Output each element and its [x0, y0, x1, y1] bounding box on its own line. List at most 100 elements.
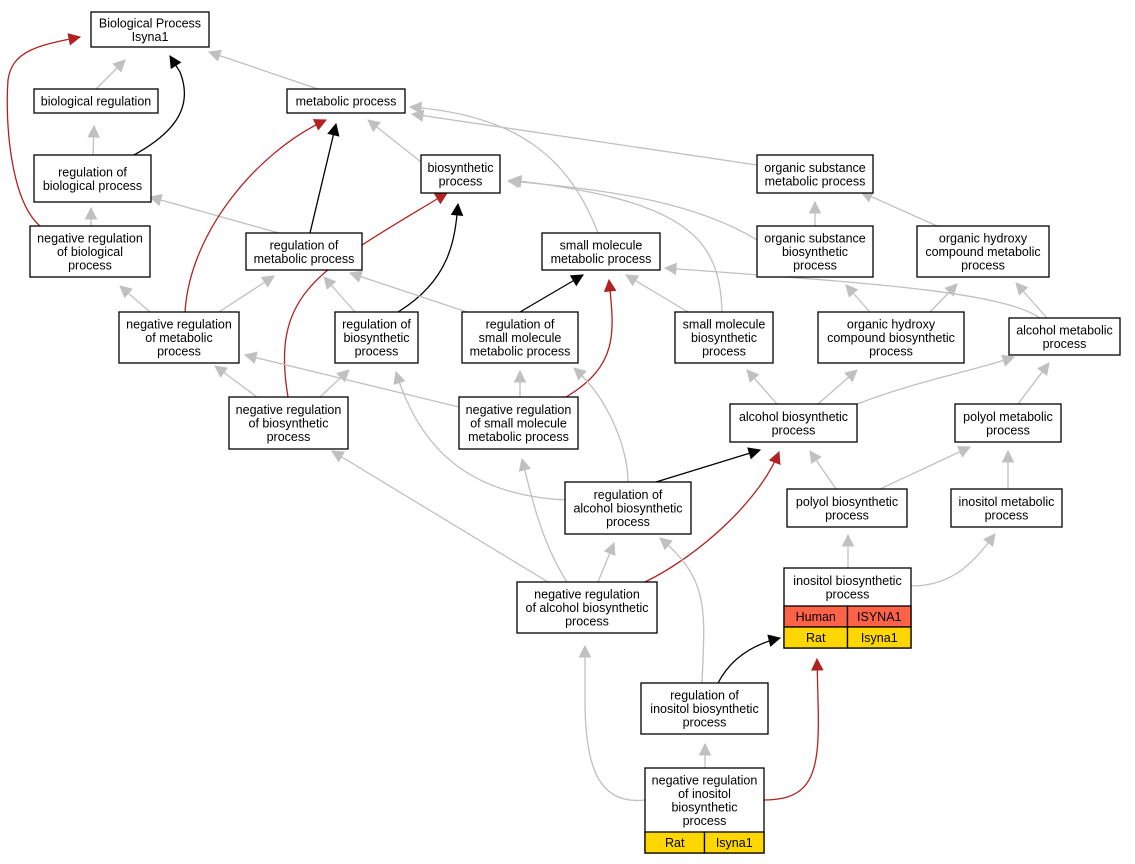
- term-label-line: small molecule: [683, 318, 766, 332]
- term-label-line: compound biosynthetic: [827, 331, 955, 345]
- term-box: [817, 311, 965, 364]
- term-label-line: process: [683, 814, 727, 828]
- edge-negatively-regulates: [565, 278, 617, 398]
- term-box: [786, 488, 908, 528]
- term-label-line: regulation of: [58, 165, 127, 179]
- edge-line: [655, 449, 761, 483]
- arrowhead-icon: [569, 274, 584, 287]
- arrowhead-icon: [663, 262, 677, 276]
- arrowhead-icon: [603, 278, 617, 293]
- edge-negatively-regulates: [6, 33, 82, 227]
- edge-is-a: [659, 537, 705, 684]
- edge-is-a: [663, 262, 1041, 319]
- arrowhead-icon: [336, 369, 350, 383]
- term-label-line: alcohol biosynthetic: [573, 502, 682, 516]
- term-label-line: regulation of: [594, 488, 663, 502]
- edge-is-a: [323, 276, 356, 313]
- term-box: [458, 396, 579, 450]
- edge-is-a: [879, 446, 972, 490]
- edge-line: [509, 179, 723, 313]
- edge-regulates: [309, 122, 340, 234]
- arrowhead-icon: [148, 194, 163, 207]
- edge-line: [6, 36, 81, 227]
- edge-is-a: [214, 365, 258, 398]
- term-label-line: small molecule: [479, 331, 562, 345]
- term-label-line: Biological Process: [99, 16, 201, 30]
- edge-line: [519, 274, 584, 313]
- gene-label: ISYNA1: [857, 610, 902, 624]
- arrowhead-icon: [845, 284, 859, 298]
- edge-is-a: [841, 533, 855, 568]
- edge-regulates: [133, 55, 186, 156]
- term-box: [640, 682, 769, 735]
- edge-regulates: [397, 202, 464, 313]
- edge-regulates: [519, 274, 584, 313]
- arrowhead-icon: [698, 742, 712, 756]
- arrowhead-icon: [323, 276, 337, 290]
- arrowhead-icon: [746, 369, 760, 383]
- term-label-line: biosynthetic: [691, 331, 757, 345]
- gene-cell: [846, 626, 912, 649]
- species-label: Human: [796, 610, 836, 624]
- term-box: [674, 311, 774, 364]
- edge-is-a: [408, 101, 599, 234]
- term-label-line: regulation of: [670, 689, 739, 703]
- term-label-line: biosynthetic: [427, 161, 493, 175]
- term-label-line: process: [772, 423, 816, 437]
- term-label-line: negative regulation: [652, 773, 758, 787]
- arrowhead-icon: [112, 59, 126, 73]
- term-label-line: polyol biosynthetic: [796, 495, 898, 509]
- species-label: Rat: [665, 836, 685, 850]
- term-label-line: process: [439, 174, 483, 188]
- term-label-line: process: [565, 615, 609, 629]
- edge-regulates: [717, 634, 782, 684]
- edge-negatively-regulates: [283, 192, 448, 398]
- arrowhead-icon: [578, 644, 592, 658]
- edge-line: [133, 55, 186, 156]
- term-node-met[interactable]: metabolic process: [286, 88, 406, 114]
- edge-is-a: [218, 275, 275, 313]
- arrowhead-icon: [331, 450, 346, 463]
- term-label-line: regulation of: [342, 318, 411, 332]
- term-box: [420, 154, 501, 194]
- arrowhead-icon: [513, 369, 527, 383]
- edge-is-a: [1001, 449, 1015, 489]
- term-label-line: process: [986, 423, 1030, 437]
- edge-is-a: [513, 369, 527, 397]
- term-label-line: process: [825, 508, 869, 522]
- term-label-line: negative regulation: [236, 403, 342, 417]
- edge-is-a: [367, 119, 422, 163]
- arrowhead-icon: [408, 101, 422, 115]
- term-label-line: process: [961, 259, 1005, 273]
- edge-line: [397, 203, 459, 313]
- edge-line: [244, 354, 460, 408]
- term-node-bio-reg[interactable]: biological regulation: [33, 88, 159, 114]
